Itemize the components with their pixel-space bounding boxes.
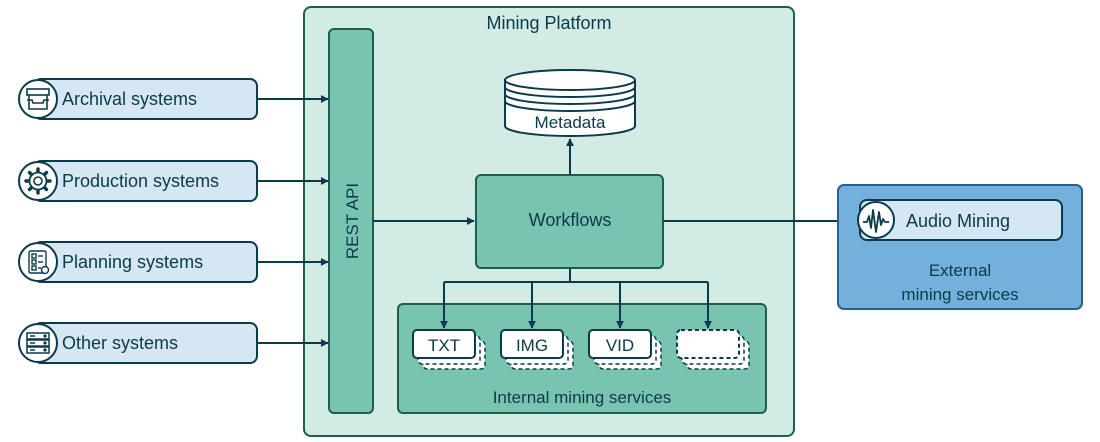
service-label: TXT <box>428 336 460 355</box>
metadata-database: Metadata <box>504 69 636 137</box>
rest-api-label: REST API <box>343 183 362 259</box>
service-label: VID <box>606 336 634 355</box>
archive-drawer-icon <box>26 88 50 110</box>
service-placeholder <box>676 329 750 370</box>
workflows-box: Workflows <box>475 174 664 269</box>
external-label-line1: External <box>929 261 991 280</box>
external-label-line2: mining services <box>901 285 1018 304</box>
service-img: IMG <box>500 329 574 370</box>
metadata-label: Metadata <box>535 113 606 132</box>
checklist-icon <box>28 250 50 275</box>
internal-services-label: Internal mining services <box>493 388 672 407</box>
source-planning: Planning systems <box>18 241 329 283</box>
source-label: Archival systems <box>62 89 197 109</box>
workflows-label: Workflows <box>529 210 612 230</box>
source-other: Other systems <box>18 322 329 364</box>
source-production: Production systems <box>18 160 329 202</box>
audio-mining-label: Audio Mining <box>906 211 1010 231</box>
external-mining-services: Audio Mining External mining services <box>837 184 1083 310</box>
rest-api: REST API <box>328 28 374 414</box>
internal-mining-services: Internal mining services TXT IMG VID <box>397 303 767 414</box>
source-label: Planning systems <box>62 252 203 272</box>
source-label: Production systems <box>62 171 219 191</box>
waveform-icon <box>857 201 895 239</box>
service-vid: VID <box>588 329 662 370</box>
service-txt: TXT <box>412 329 486 370</box>
source-label: Other systems <box>62 333 178 353</box>
service-label: IMG <box>516 336 548 355</box>
source-archival: Archival systems <box>18 78 329 120</box>
gear-icon <box>24 167 52 195</box>
platform-title: Mining Platform <box>486 13 611 33</box>
workflow-arrows <box>373 138 857 329</box>
server-rack-icon <box>26 332 50 354</box>
